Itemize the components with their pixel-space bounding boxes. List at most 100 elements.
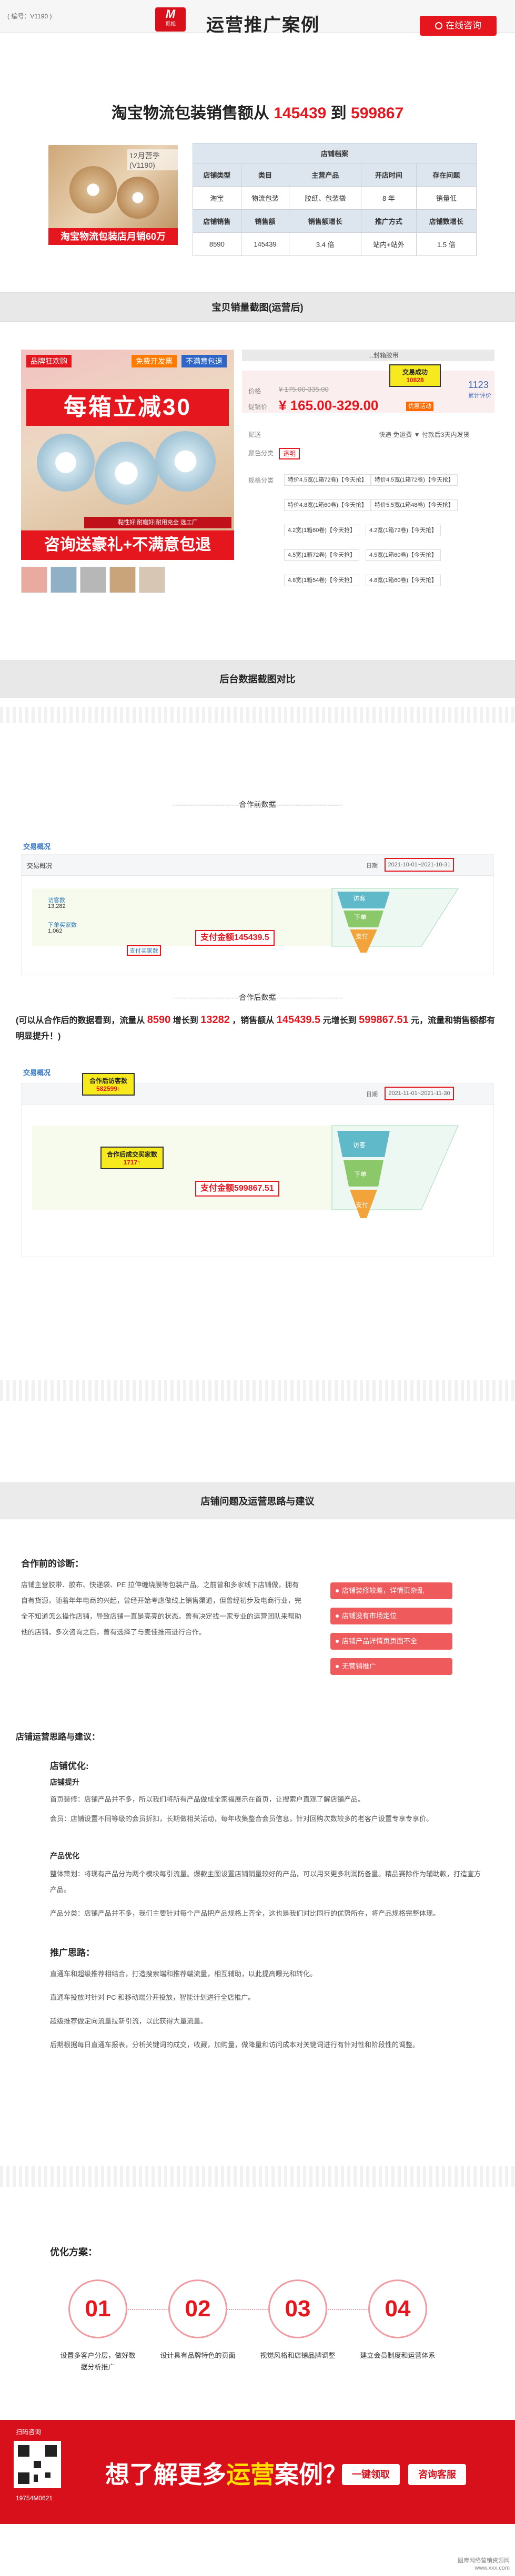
plan-step-number: 03 bbox=[285, 2296, 311, 2322]
color-chip[interactable]: 透明 bbox=[279, 448, 300, 459]
table-cell: 8 年 bbox=[361, 186, 417, 210]
diagnosis-text: 店铺主营胶带、胶布、快递袋、PE 拉伸缠绕膜等包装产品。之前曾和多家线下店铺做，… bbox=[21, 1581, 302, 1636]
thumbnail[interactable] bbox=[139, 567, 165, 593]
opt-title: 店铺优化: bbox=[50, 1761, 89, 1771]
plan-step-label: 视觉风格和店铺品牌调整 bbox=[260, 2352, 336, 2359]
sku-option[interactable]: 4.8宽(1箱60卷)【今天抢】 bbox=[366, 575, 441, 586]
shipping-text: 快递 免运费 ▼ 付款后3天内发货 bbox=[379, 431, 470, 438]
price-label: 价格 bbox=[248, 387, 261, 395]
table-cell: 店铺类型 bbox=[193, 163, 241, 187]
summary-value: 599867.51 bbox=[359, 1014, 409, 1026]
plan-step-number: 02 bbox=[185, 2296, 211, 2322]
section-header-baby: 宝贝销量截图(运营后) bbox=[0, 292, 515, 322]
date-label: 日期 bbox=[366, 1091, 378, 1098]
issue-item: 店铺产品详情页页面不全 bbox=[330, 1633, 452, 1650]
after-panel: 日期 2021-11-01~2021-11-30 合作后访客数 582599↑ … bbox=[21, 1073, 494, 1256]
funnel-step-label: 访客 bbox=[353, 895, 366, 902]
plan-connector bbox=[126, 2309, 389, 2310]
funnel-step-label: 支付 bbox=[356, 1201, 369, 1209]
date-range[interactable]: 2021-11-01~2021-11-30 bbox=[385, 1087, 454, 1100]
sku-option[interactable]: 4.2宽(1箱72卷)【今天抢】 bbox=[366, 525, 441, 536]
thumbnail[interactable] bbox=[109, 567, 136, 593]
summary-headline: 淘宝物流包装销售额从 145439 到 599867 bbox=[0, 100, 515, 123]
issue-item: 店铺装修较差，详情页杂乱 bbox=[330, 1582, 452, 1599]
tip-value: 1717↑ bbox=[123, 1159, 141, 1166]
pay-amount-tip: 支付金额145439.5 bbox=[195, 930, 275, 946]
table-cell: 店铺销售 bbox=[193, 209, 241, 233]
summary-text: 元，流量和销售额都有明显提升！) bbox=[16, 1016, 496, 1041]
headline-joiner: 到 bbox=[330, 105, 347, 122]
advice-para: 会员：店铺设置不同等级的会员折扣，长期做相关活动，每年收集整合会员信息，针对回购… bbox=[50, 1815, 433, 1823]
sales-tip-value: 10828 bbox=[406, 376, 424, 384]
advice-para: 直通车投放时针对 PC 和移动端分开投放，智能计划进行全店推广。 bbox=[50, 1994, 255, 2001]
watermark-line: 图库网络营销资源网 bbox=[458, 2558, 510, 2564]
claim-button[interactable]: 一键领取 bbox=[342, 2464, 400, 2485]
advice-para: 直通车和超级推荐相结合，打造搜索端和推荐端流量，相互辅助，以此提高曝光和转化。 bbox=[50, 1970, 317, 1978]
product-main-image[interactable]: 品牌狂欢购 免费开发票 不满意包退 每箱立减30 黏性好|耐磨好|耐用充全 选工… bbox=[21, 350, 234, 560]
promo-badge: 优惠活动 bbox=[406, 402, 433, 411]
table-cell: 推广方式 bbox=[361, 209, 417, 233]
summary-text: 元增长到 bbox=[322, 1016, 357, 1025]
table-cell: 胶纸、包装袋 bbox=[289, 186, 362, 210]
section-header-backend: 后台数据截图对比 bbox=[0, 660, 515, 698]
table-cell: 存在问题 bbox=[416, 163, 477, 187]
funnel-pay bbox=[350, 929, 377, 953]
plan-step-circle: 02 bbox=[168, 2279, 227, 2338]
tape-roll-graphic bbox=[69, 166, 117, 213]
qr-code[interactable] bbox=[14, 2441, 61, 2488]
summary-text: (可以从合作后的数据看到，流量从 bbox=[16, 1016, 145, 1025]
table-row: 店铺销售 销售额 销售额增长 推广方式 店铺数增长 bbox=[193, 209, 477, 233]
promo-title: 推广思路： bbox=[50, 1948, 95, 1958]
table-cell: 类目 bbox=[240, 163, 290, 187]
consult-button[interactable]: 在线咨询 bbox=[420, 16, 497, 36]
sku-option[interactable]: 4.5宽(1箱72卷)【今天抢】 bbox=[284, 549, 359, 561]
price-original: ¥ 175.00-335.00 bbox=[279, 385, 329, 393]
thumbnail[interactable] bbox=[21, 567, 47, 593]
before-label: ---------------------------合作前数据--------… bbox=[173, 800, 342, 809]
sku-option[interactable]: 4.2宽(1箱60卷)【今天抢】 bbox=[284, 525, 359, 536]
visitors-tip: 合作后访客数 582599↑ bbox=[82, 1073, 135, 1096]
sku-option[interactable]: 特价5.5宽(1箱48卷)【今天抢】 bbox=[371, 499, 458, 511]
funnel-pay bbox=[350, 1190, 377, 1218]
sku-option[interactable]: 特价4.5宽(1箱72卷)【今天抢】 bbox=[284, 474, 371, 486]
table-row: 8590 145439 3.4 倍 站内+站外 1.5 倍 bbox=[193, 232, 477, 256]
sku-option[interactable]: 特价4.8宽(1箱60卷)【今天抢】 bbox=[284, 499, 371, 511]
consult-label: 在线咨询 bbox=[446, 21, 481, 30]
advice-title: 店铺运营思路与建议： bbox=[16, 1733, 100, 1742]
logo-mark: M bbox=[165, 7, 176, 21]
thumbnail[interactable] bbox=[51, 567, 77, 593]
summary-value: 8590 bbox=[147, 1014, 171, 1026]
promo-footer: 咨询送豪礼+不满意包退 bbox=[21, 530, 234, 560]
plan-step-label: 建立会员制度和运营体系 bbox=[360, 2352, 436, 2359]
funnel-visitor bbox=[337, 1131, 390, 1157]
brand-logo[interactable]: M 觅视 bbox=[155, 7, 186, 32]
watermark-line: www.xxx.com bbox=[474, 2565, 510, 2571]
after-label-text: 合作后数据 bbox=[239, 993, 276, 1001]
metric-value: 1,062 bbox=[48, 928, 63, 934]
thumbnail[interactable] bbox=[80, 567, 106, 593]
case-code: ( 编号：V1190 ) bbox=[7, 13, 52, 20]
advice-para: 后期根据每日直通车报表，分析关键词的成交，收藏，加购量，做降量和访问成本对关键词… bbox=[50, 2041, 420, 2049]
before-title: 交易概况 bbox=[23, 843, 51, 851]
funnel-step-label: 访客 bbox=[353, 1141, 366, 1149]
sub-title: 产品优化 bbox=[50, 1852, 79, 1860]
funnel-order bbox=[344, 1160, 383, 1187]
tag-brand: 品牌狂欢购 bbox=[26, 355, 72, 367]
date-range[interactable]: 2021-10-01~2021-10-31 bbox=[385, 858, 454, 872]
sub-title: 店铺提升 bbox=[50, 1778, 79, 1786]
sku-option[interactable]: 特价4.5宽(1箱72卷)【今天抢】 bbox=[371, 474, 458, 486]
table-cell: 站内+站外 bbox=[361, 232, 417, 256]
sku-option[interactable]: 4.8宽(1箱54卷)【今天抢】 bbox=[284, 575, 359, 586]
sku-option[interactable]: 4.5宽(1箱60卷)【今天抢】 bbox=[366, 549, 441, 561]
table-row: 店铺类型 类目 主营产品 开店时间 存在问题 bbox=[193, 163, 477, 187]
metric-name: 支付买家数 bbox=[127, 945, 161, 956]
reviews-count: 1123 bbox=[468, 380, 489, 390]
before-label-text: 合作前数据 bbox=[239, 800, 276, 809]
table-cell: 店铺数增长 bbox=[416, 209, 477, 233]
tag-invoice: 免费开发票 bbox=[132, 355, 177, 367]
customer-service-button[interactable]: 咨询客服 bbox=[408, 2464, 466, 2485]
plan-step-number: 01 bbox=[85, 2296, 111, 2322]
table-cell: 8590 bbox=[193, 232, 241, 256]
tape-roll-graphic bbox=[155, 431, 216, 492]
qr-label: 扫码咨询 bbox=[16, 2428, 42, 2436]
